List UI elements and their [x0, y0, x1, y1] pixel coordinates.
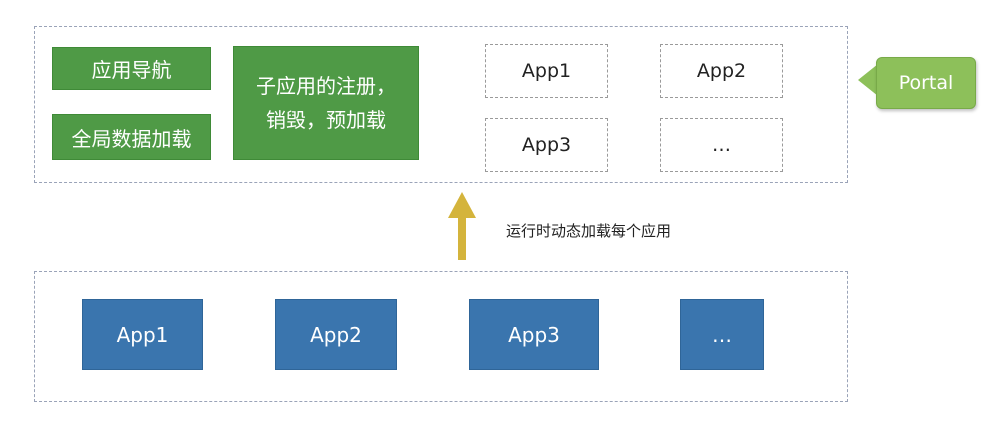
apps-container — [34, 271, 848, 402]
slot-app3: App3 — [485, 118, 608, 172]
slot-app2: App2 — [660, 44, 783, 98]
runtime-load-caption: 运行时动态加载每个应用 — [506, 222, 672, 240]
app-navigation-label: 应用导航 — [91, 58, 172, 82]
global-data-loading-label: 全局数据加载 — [71, 126, 192, 151]
slot-more: … — [660, 118, 783, 172]
slot-app2-label: App2 — [696, 60, 747, 82]
slot-app1: App1 — [485, 44, 608, 98]
app2-box: App2 — [275, 299, 397, 370]
app3-box: App3 — [469, 299, 599, 370]
lifecycle-box: 子应用的注册，销毁，预加载 — [233, 46, 419, 160]
portal-callout: Portal — [876, 57, 976, 109]
app1-label: App1 — [116, 322, 169, 347]
app3-label: App3 — [508, 322, 560, 347]
up-arrow-icon — [448, 192, 476, 260]
slot-more-label: … — [712, 134, 731, 156]
more-apps-box: … — [680, 299, 764, 370]
slot-app3-label: App3 — [521, 134, 572, 156]
app-navigation-box: 应用导航 — [52, 47, 211, 90]
portal-callout-pointer — [858, 64, 878, 96]
lifecycle-label: 子应用的注册，销毁，预加载 — [256, 74, 396, 132]
app1-box: App1 — [82, 299, 203, 370]
app2-label: App2 — [310, 322, 362, 347]
portal-container — [34, 26, 848, 183]
more-apps-label: … — [712, 322, 732, 347]
slot-app1-label: App1 — [521, 60, 572, 82]
portal-label: Portal — [898, 72, 954, 94]
global-data-loading-box: 全局数据加载 — [52, 114, 211, 160]
